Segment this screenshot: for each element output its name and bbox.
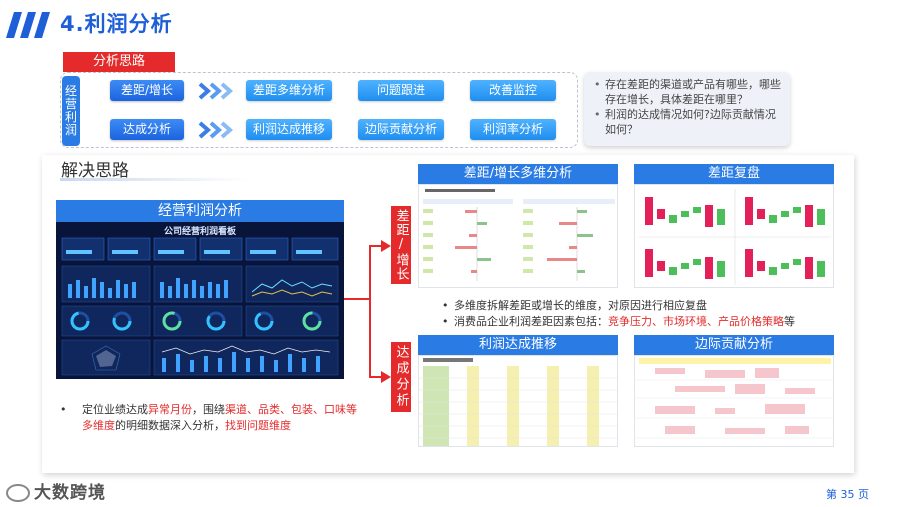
connector-line bbox=[369, 245, 383, 247]
question-item: 利润的达成情况如何?边际贡献情况如何？ bbox=[594, 107, 782, 137]
side-tab-operating-profit: 经营利润 bbox=[62, 76, 80, 146]
page-number: 第 35 页 bbox=[826, 488, 869, 501]
connector-line bbox=[344, 298, 370, 300]
achievement-tab: 达成分析 bbox=[391, 342, 411, 412]
review-screenshot bbox=[634, 184, 834, 288]
footer-logo-mark-icon bbox=[6, 484, 30, 502]
question-card: 存在差距的渠道或产品有哪些，哪些存在增长，具体差距在哪里？ 利润的达成情况如何?… bbox=[584, 72, 790, 146]
connector-line bbox=[369, 245, 371, 377]
margin-screenshot bbox=[634, 355, 834, 447]
dashboard-graphic bbox=[61, 237, 339, 376]
solution-title: 解决思路 bbox=[61, 161, 129, 181]
chevron-right-icon bbox=[198, 121, 234, 139]
mid-bullet-suffix: 等 bbox=[784, 315, 795, 328]
mid-bullet-item: 消费品企业利润差距因素包括：竞争压力、市场环境、产品价格策略等 bbox=[440, 314, 840, 330]
review-graphic bbox=[639, 189, 831, 285]
dashboard-title: 经营利润分析 bbox=[56, 200, 344, 222]
bottom-note: • 定位业绩达成异常月份，围绕渠道、品类、包装、口味等多维度的明细数据深入分析，… bbox=[60, 402, 360, 434]
achievement-button[interactable]: 达成分析 bbox=[110, 119, 184, 140]
dashboard-screenshot: 公司经营利润看板 bbox=[56, 222, 344, 379]
margin-panel-title: 边际贡献分析 bbox=[634, 335, 834, 355]
trend-panel-title: 利润达成推移 bbox=[418, 335, 618, 355]
mid-bullet-list: 多维度拆解差距或增长的维度，对原因进行相应复盘 消费品企业利润差距因素包括：竞争… bbox=[440, 298, 840, 330]
arrow-right-icon bbox=[381, 371, 391, 383]
note-highlight: 找到问题维度 bbox=[225, 419, 291, 432]
mid-bullet-text: 多维度拆解差距或增长的维度，对原因进行相应复盘 bbox=[454, 299, 707, 312]
mid-bullet-prefix: 消费品企业利润差距因素包括： bbox=[454, 315, 608, 328]
note-highlight: 异常月份 bbox=[148, 403, 192, 416]
bullet-dot-icon: • bbox=[60, 403, 67, 416]
multidim-screenshot bbox=[418, 184, 618, 288]
margin-graphic bbox=[635, 358, 833, 439]
profit-rate-button[interactable]: 利润率分析 bbox=[470, 119, 556, 140]
section-underline bbox=[60, 178, 250, 181]
trend-screenshot bbox=[418, 355, 618, 447]
improve-monitor-button[interactable]: 改善监控 bbox=[470, 80, 556, 101]
dashboard-subtitle: 公司经营利润看板 bbox=[163, 227, 236, 237]
analysis-label: 分析思路 bbox=[63, 52, 175, 72]
review-panel-title: 差距复盘 bbox=[634, 164, 834, 184]
note-part: ，围绕 bbox=[192, 403, 225, 416]
page-title: 4.利润分析 bbox=[60, 12, 173, 36]
multidim-panel-title: 差距/增长多维分析 bbox=[418, 164, 618, 184]
footer-logo: 大数跨境 bbox=[6, 478, 106, 503]
question-item: 存在差距的渠道或产品有哪些，哪些存在增长，具体差距在哪里？ bbox=[594, 77, 782, 107]
logo-stripes-icon bbox=[6, 12, 50, 38]
gap-growth-tab: 差距/增长 bbox=[391, 206, 411, 284]
chevron-right-icon bbox=[198, 82, 234, 100]
multidim-graphic bbox=[423, 189, 615, 281]
profit-trend-button[interactable]: 利润达成推移 bbox=[246, 119, 332, 140]
note-part: 的明细数据深入分析， bbox=[115, 419, 225, 432]
achievement-tab-label: 达成分析 bbox=[393, 345, 409, 409]
note-highlight: 渠道、品类、包装、口味等多维度 bbox=[82, 403, 357, 432]
footer-logo-text: 大数跨境 bbox=[34, 483, 106, 503]
issue-followup-button[interactable]: 问题跟进 bbox=[358, 80, 444, 101]
trend-graphic bbox=[419, 358, 617, 446]
gap-growth-button[interactable]: 差距/增长 bbox=[110, 80, 184, 101]
mid-bullet-highlight: 竞争压力、市场环境、产品价格策略 bbox=[608, 315, 784, 328]
margin-contribution-button[interactable]: 边际贡献分析 bbox=[358, 119, 444, 140]
mid-bullet-item: 多维度拆解差距或增长的维度，对原因进行相应复盘 bbox=[440, 298, 840, 314]
gap-growth-tab-label: 差距/增长 bbox=[393, 209, 409, 281]
note-part: 定位业绩达成 bbox=[82, 403, 148, 416]
connector-line bbox=[369, 376, 383, 378]
gap-multidim-button[interactable]: 差距多维分析 bbox=[246, 80, 332, 101]
arrow-right-icon bbox=[381, 240, 391, 252]
